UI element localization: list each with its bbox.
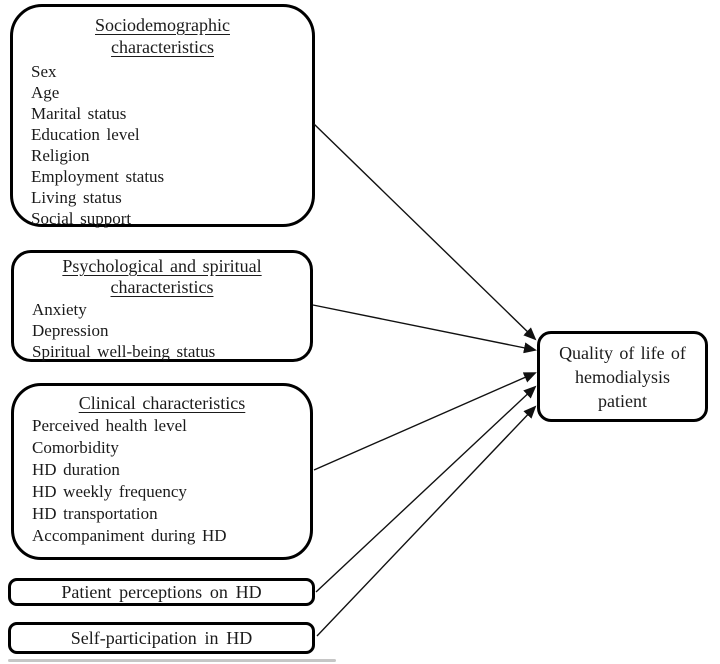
title-line: characteristics <box>111 37 214 57</box>
box-psychological-items: Anxiety Depression Spiritual well-being … <box>14 298 310 362</box>
list-item: Social support <box>31 209 132 228</box>
box-psychological: Psychological and spiritual characterist… <box>11 250 313 362</box>
box-sociodemographic: Sociodemographic characteristics Sex Age… <box>10 4 315 229</box>
list-item: Depression <box>32 321 109 340</box>
list-item: Living status <box>31 188 122 207</box>
cropped-artifact-line <box>8 659 336 662</box>
title-line: characteristics <box>110 277 214 297</box>
outcome-line: patient <box>598 390 647 411</box>
arrow-patient-perceptions-to-outcome <box>315 385 537 593</box>
box-psychological-title: Psychological and spiritual characterist… <box>14 256 310 298</box>
box-patient-perceptions: Patient perceptions on HD <box>8 578 315 606</box>
list-item: Employment status <box>31 167 165 186</box>
list-item: Sex <box>31 62 57 81</box>
list-item: HD transportation <box>32 504 158 523</box>
title-line: Clinical characteristics <box>78 393 246 413</box>
list-item: Age <box>31 83 60 102</box>
box-sociodemographic-items: Sex Age Marital status Education level R… <box>13 58 312 229</box>
list-item: HD weekly frequency <box>32 482 187 501</box>
box-self-participation-label: Self-participation in HD <box>70 627 253 648</box>
list-item: Spiritual well-being status <box>32 342 216 361</box>
arrow-self-participation-to-outcome <box>316 405 537 637</box>
box-clinical-title: Clinical characteristics <box>14 392 310 414</box>
box-clinical: Clinical characteristics Perceived healt… <box>11 383 313 560</box>
box-patient-perceptions-label: Patient perceptions on HD <box>61 581 262 602</box>
outcome-line: hemodialysis <box>575 366 670 387</box>
arrow-psychological-to-outcome <box>312 304 537 354</box>
list-item: Marital status <box>31 104 127 123</box>
list-item: Accompaniment during HD <box>32 526 227 545</box>
title-line: Sociodemographic <box>95 15 230 35</box>
arrow-clinical-to-outcome <box>313 372 537 471</box>
box-clinical-items: Perceived health level Comorbidity HD du… <box>14 414 310 547</box>
list-item: HD duration <box>32 460 120 479</box>
box-self-participation: Self-participation in HD <box>8 622 315 654</box>
list-item: Perceived health level <box>32 416 187 435</box>
list-item: Anxiety <box>32 300 87 319</box>
outcome-line: Quality of life of <box>559 342 686 363</box>
box-quality-of-life: Quality of life of hemodialysis patient <box>537 331 708 422</box>
title-line: Psychological and spiritual <box>62 256 262 276</box>
list-item: Education level <box>31 125 140 144</box>
list-item: Religion <box>31 146 90 165</box>
box-sociodemographic-title: Sociodemographic characteristics <box>13 14 312 58</box>
list-item: Comorbidity <box>32 438 119 457</box>
arrow-sociodemographic-to-outcome <box>313 123 537 341</box>
